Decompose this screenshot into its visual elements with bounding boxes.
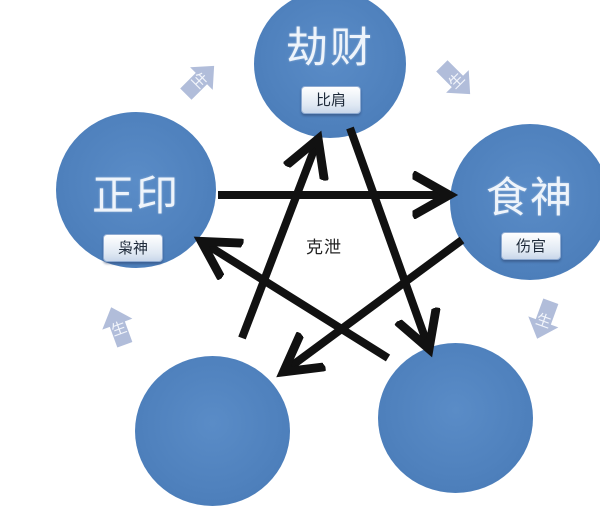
node-top-jiecai: 劫财 比肩 <box>254 0 406 138</box>
arrow-bottomright-to-zhengyin <box>204 243 391 362</box>
svg-text:生: 生 <box>109 318 129 340</box>
node-right-sublabel: 伤官 <box>501 232 561 260</box>
arrow-bottomleft-to-top <box>238 142 317 340</box>
center-label-kexie: 克泄 <box>306 238 342 258</box>
node-right-title: 食神 <box>485 173 574 222</box>
node-left-zhengyin: 正印 枭神 <box>56 112 216 268</box>
arrow-top-to-bottomright <box>346 126 428 346</box>
node-top-sublabel: 比肩 <box>301 86 361 114</box>
arrow-shishen-to-bottomleft <box>286 236 465 370</box>
control-arrows <box>0 126 465 400</box>
gen-arrow-top-left-icon: 生 <box>180 65 215 100</box>
gen-arrow-top-right-icon: 生 <box>436 60 471 95</box>
svg-text:生: 生 <box>534 310 554 332</box>
node-top-title: 劫财 <box>285 23 374 72</box>
node-left-sublabel: 枭神 <box>103 234 163 262</box>
node-right-shishen: 食神 伤官 <box>450 124 600 280</box>
gen-arrow-bottom-left-icon: 生 <box>102 307 133 348</box>
gen-arrow-bottom-right-icon: 生 <box>528 298 559 339</box>
node-left-title: 正印 <box>91 171 180 220</box>
